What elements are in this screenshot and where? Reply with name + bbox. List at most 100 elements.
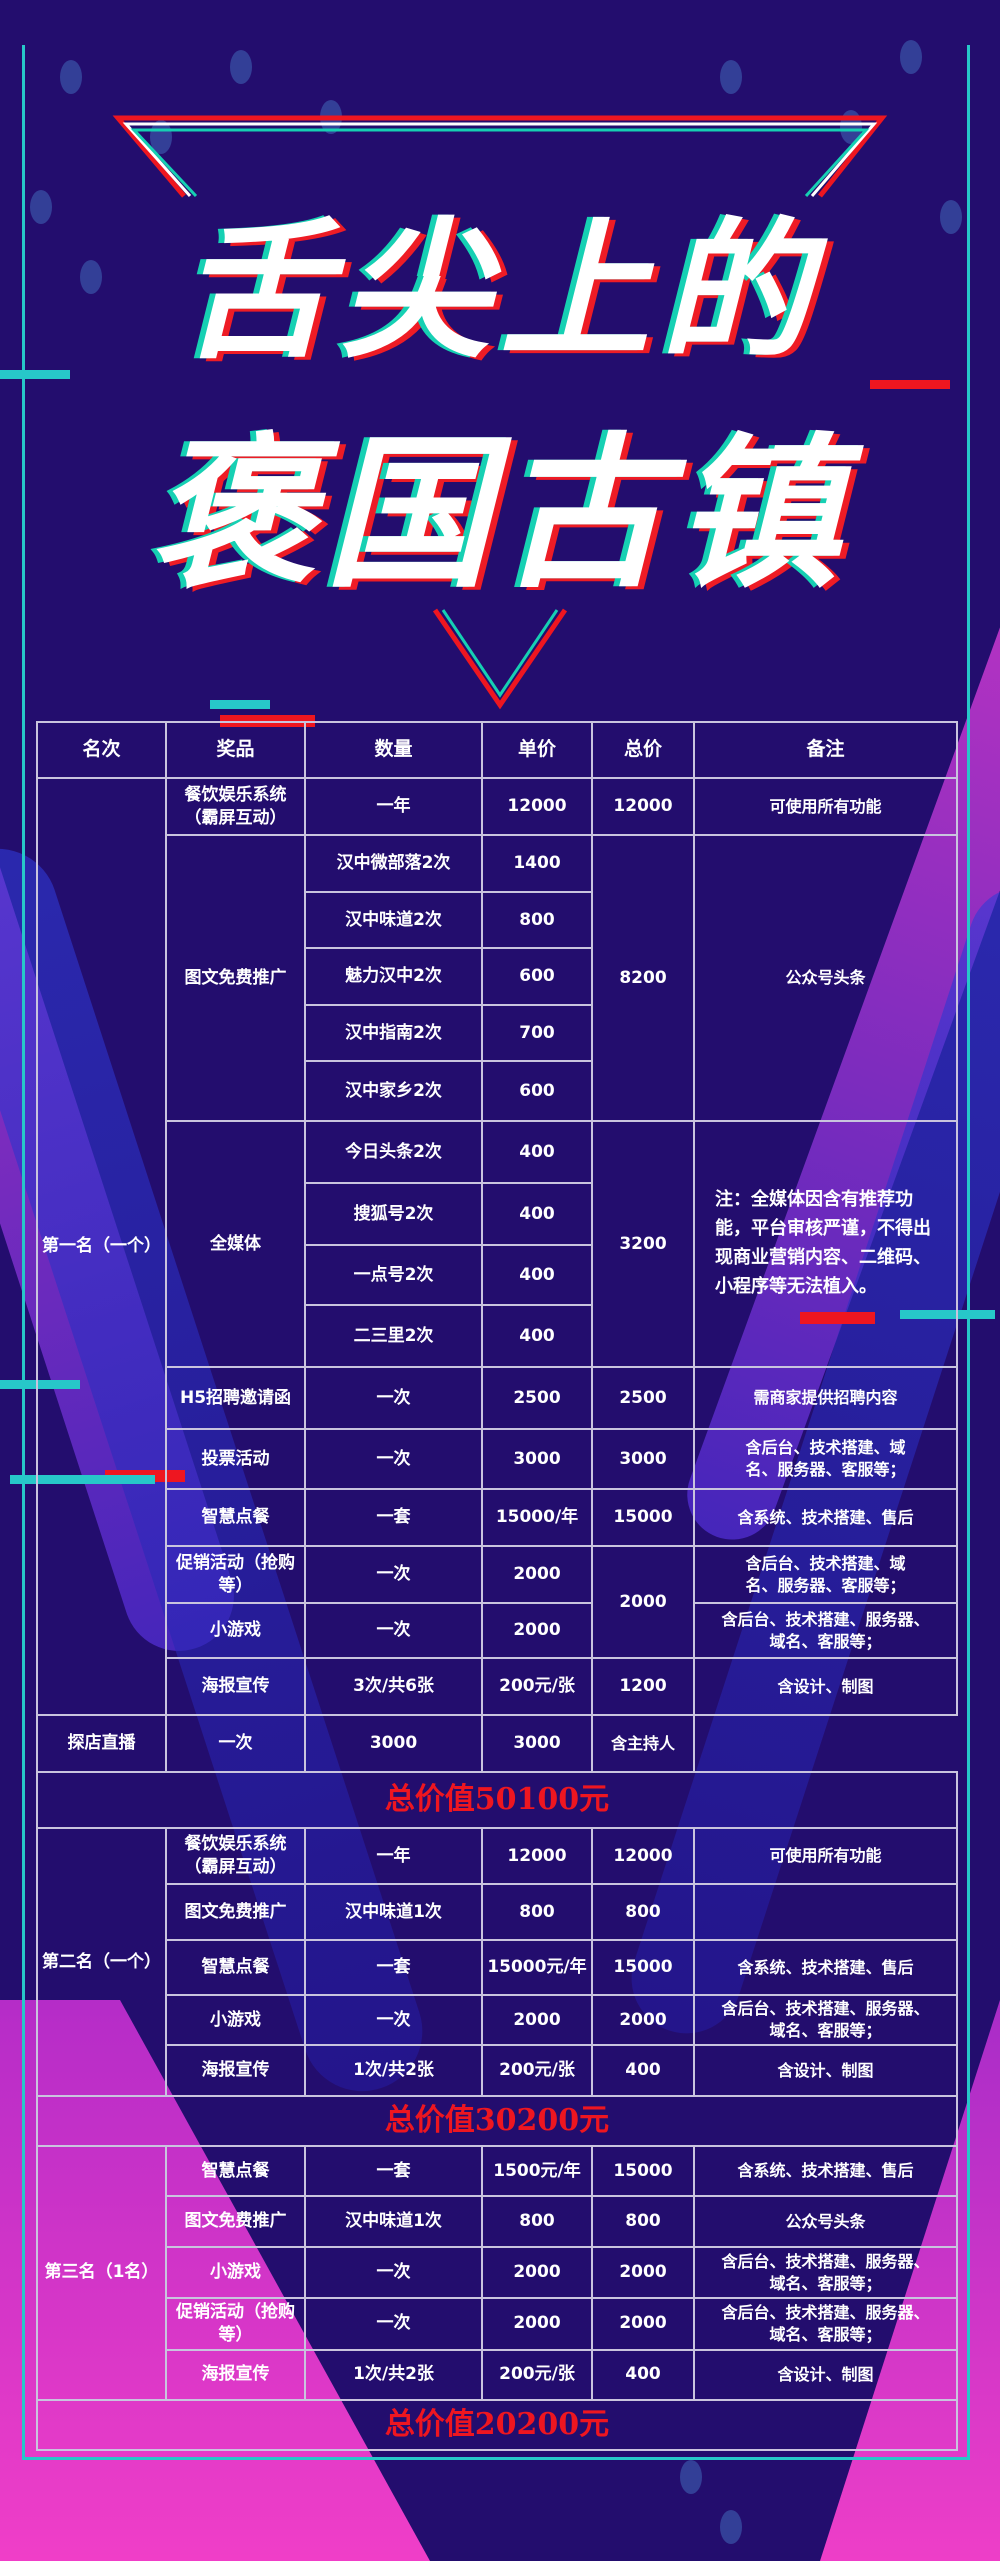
unit-price: 3000 xyxy=(304,1714,483,1773)
note: 含系统、技术搭建、售后 xyxy=(693,2145,958,2197)
unit-price: 2000 xyxy=(481,1994,593,2046)
table-row: 海报宣传 1次/共2张 200元/张 400 含设计、制图 xyxy=(37,2348,958,2401)
prize-table: 名次 奖品 数量 单价 总价 备注 第一名（一个） 餐饮娱乐系统（霸屏互动） 一… xyxy=(36,721,958,2451)
table-row: 第一名（一个） 餐饮娱乐系统（霸屏互动） 一年 12000 12000 可使用所… xyxy=(36,777,958,1716)
unit-price: 3000 xyxy=(481,1428,593,1490)
note: 注：全媒体因含有推荐功能，平台审核严谨，不得出现商业营销内容、二维码、小程序等无… xyxy=(693,1120,958,1368)
total-price: 3200 xyxy=(591,1120,695,1368)
table-row: 海报宣传 3次/共6张 200元/张 1200 含设计、制图 xyxy=(37,1657,958,1716)
glitch-bar xyxy=(870,380,950,389)
rank-label: 第二名（一个） xyxy=(36,1827,167,2097)
unit-price: 15000元/年 xyxy=(481,1939,593,1996)
table-row: 小游戏 一次 2000 2000 含后台、技术搭建、服务器、域名、客服等； xyxy=(37,1994,958,2046)
unit-price: 2000 xyxy=(481,1545,593,1604)
total-price: 2000 xyxy=(591,1994,695,2046)
total-price: 2000 xyxy=(591,2297,695,2351)
unit-price: 400 xyxy=(481,1304,593,1368)
table-row: 图文免费推广 汉中微部落2次 1400 8200 公众号头条 xyxy=(37,834,958,1122)
quantity: 一套 xyxy=(304,2145,483,2197)
dot xyxy=(900,40,922,74)
prize: 智慧点餐 xyxy=(165,2145,306,2197)
table-row: 促销活动（抢购等） 一次 2000 2000 含后台、技术搭建、域名、服务器、客… xyxy=(37,1545,958,1659)
prize: 促销活动（抢购等） xyxy=(165,1545,306,1604)
dot xyxy=(720,60,742,94)
prize: 海报宣传 xyxy=(165,2348,306,2401)
quantity: 一次 xyxy=(304,1366,483,1430)
total-price: 800 xyxy=(591,2195,695,2248)
total-price: 2500 xyxy=(591,1366,695,1430)
quantity: 魅力汉中2次 xyxy=(304,947,483,1006)
rank-label: 第三名（1名） xyxy=(36,2145,167,2401)
prize: 促销活动（抢购等） xyxy=(165,2297,306,2351)
quantity: 今日头条2次 xyxy=(304,1120,483,1184)
quantity: 一次 xyxy=(304,1602,483,1659)
table-header: 名次 奖品 数量 单价 总价 备注 xyxy=(36,721,958,779)
prize: H5招聘邀请函 xyxy=(165,1366,306,1430)
unit-price: 200元/张 xyxy=(481,1657,593,1716)
header-quantity: 数量 xyxy=(304,721,483,779)
header-prize: 奖品 xyxy=(165,721,306,779)
note: 含设计、制图 xyxy=(693,1657,958,1716)
quantity: 汉中味道2次 xyxy=(304,891,483,949)
total-price: 800 xyxy=(591,1883,695,1941)
prize: 全媒体 xyxy=(165,1120,306,1368)
quantity: 一次 xyxy=(304,2297,483,2351)
prize: 小游戏 xyxy=(165,1994,306,2046)
note: 可使用所有功能 xyxy=(693,1827,958,1885)
dot xyxy=(720,2510,742,2544)
unit-price: 12000 xyxy=(481,1827,593,1885)
unit-price: 400 xyxy=(481,1182,593,1246)
total-price: 400 xyxy=(591,2348,695,2401)
dot xyxy=(230,50,252,84)
table-row: 全媒体 今日头条2次 400 3200 注：全媒体因含有推荐功能，平台审核严谨，… xyxy=(37,1120,958,1368)
unit-price: 2000 xyxy=(481,2246,593,2299)
total-value-rank3: 总价值20200元 xyxy=(36,2398,958,2451)
total-row: 总价值20200元 xyxy=(36,2398,958,2451)
quantity: 1次/共2张 xyxy=(304,2348,483,2401)
unit-price: 800 xyxy=(481,1883,593,1941)
unit-price: 1500元/年 xyxy=(481,2145,593,2197)
table-row: 投票活动 一次 3000 3000 含后台、技术搭建、域名、服务器、客服等； xyxy=(37,1428,958,1490)
quantity: 汉中指南2次 xyxy=(304,1004,483,1062)
quantity: 一套 xyxy=(304,1939,483,1996)
header-note: 备注 xyxy=(693,721,958,779)
table-row: 海报宣传 1次/共2张 200元/张 400 含设计、制图 xyxy=(37,2044,958,2097)
unit-price: 200元/张 xyxy=(481,2348,593,2401)
unit-price: 400 xyxy=(481,1120,593,1184)
total-price: 3000 xyxy=(481,1714,593,1773)
unit-price: 2000 xyxy=(481,1602,593,1659)
prize: 海报宣传 xyxy=(165,1657,306,1716)
table-row: 图文免费推广 汉中味道1次 800 800 xyxy=(37,1883,958,1941)
note: 需商家提供招聘内容 xyxy=(693,1366,958,1430)
total-price: 12000 xyxy=(591,1827,695,1885)
total-row: 总价值30200元 xyxy=(36,2095,958,2147)
quantity: 汉中微部落2次 xyxy=(304,834,483,893)
note xyxy=(693,1883,958,1941)
title-line-1: 舌尖上的 xyxy=(179,203,820,379)
prize: 餐饮娱乐系统（霸屏互动） xyxy=(165,1827,306,1885)
quantity: 一次 xyxy=(304,2246,483,2299)
prize: 图文免费推广 xyxy=(165,1883,306,1941)
note: 含系统、技术搭建、售后 xyxy=(693,1488,958,1547)
total-price: 400 xyxy=(591,2044,695,2097)
prize: 餐饮娱乐系统（霸屏互动） xyxy=(165,777,306,836)
total-price: 1200 xyxy=(591,1657,695,1716)
table-row: 图文免费推广 汉中味道1次 800 800 公众号头条 xyxy=(37,2195,958,2248)
dot xyxy=(60,60,82,94)
rank-label: 第一名（一个） xyxy=(36,777,167,1716)
note: 含后台、技术搭建、服务器、域名、客服等； xyxy=(693,2297,958,2351)
note: 含后台、技术搭建、域名、服务器、客服等； xyxy=(693,1428,958,1490)
dot xyxy=(30,190,52,224)
note: 含主持人 xyxy=(591,1714,695,1773)
total-price: 2000 xyxy=(591,1545,695,1659)
unit-price: 600 xyxy=(481,1060,593,1122)
header-unit-price: 单价 xyxy=(481,721,593,779)
total-value-rank2: 总价值30200元 xyxy=(36,2095,958,2147)
prize: 海报宣传 xyxy=(165,2044,306,2097)
quantity: 二三里2次 xyxy=(304,1304,483,1368)
header-rank: 名次 xyxy=(36,721,167,779)
